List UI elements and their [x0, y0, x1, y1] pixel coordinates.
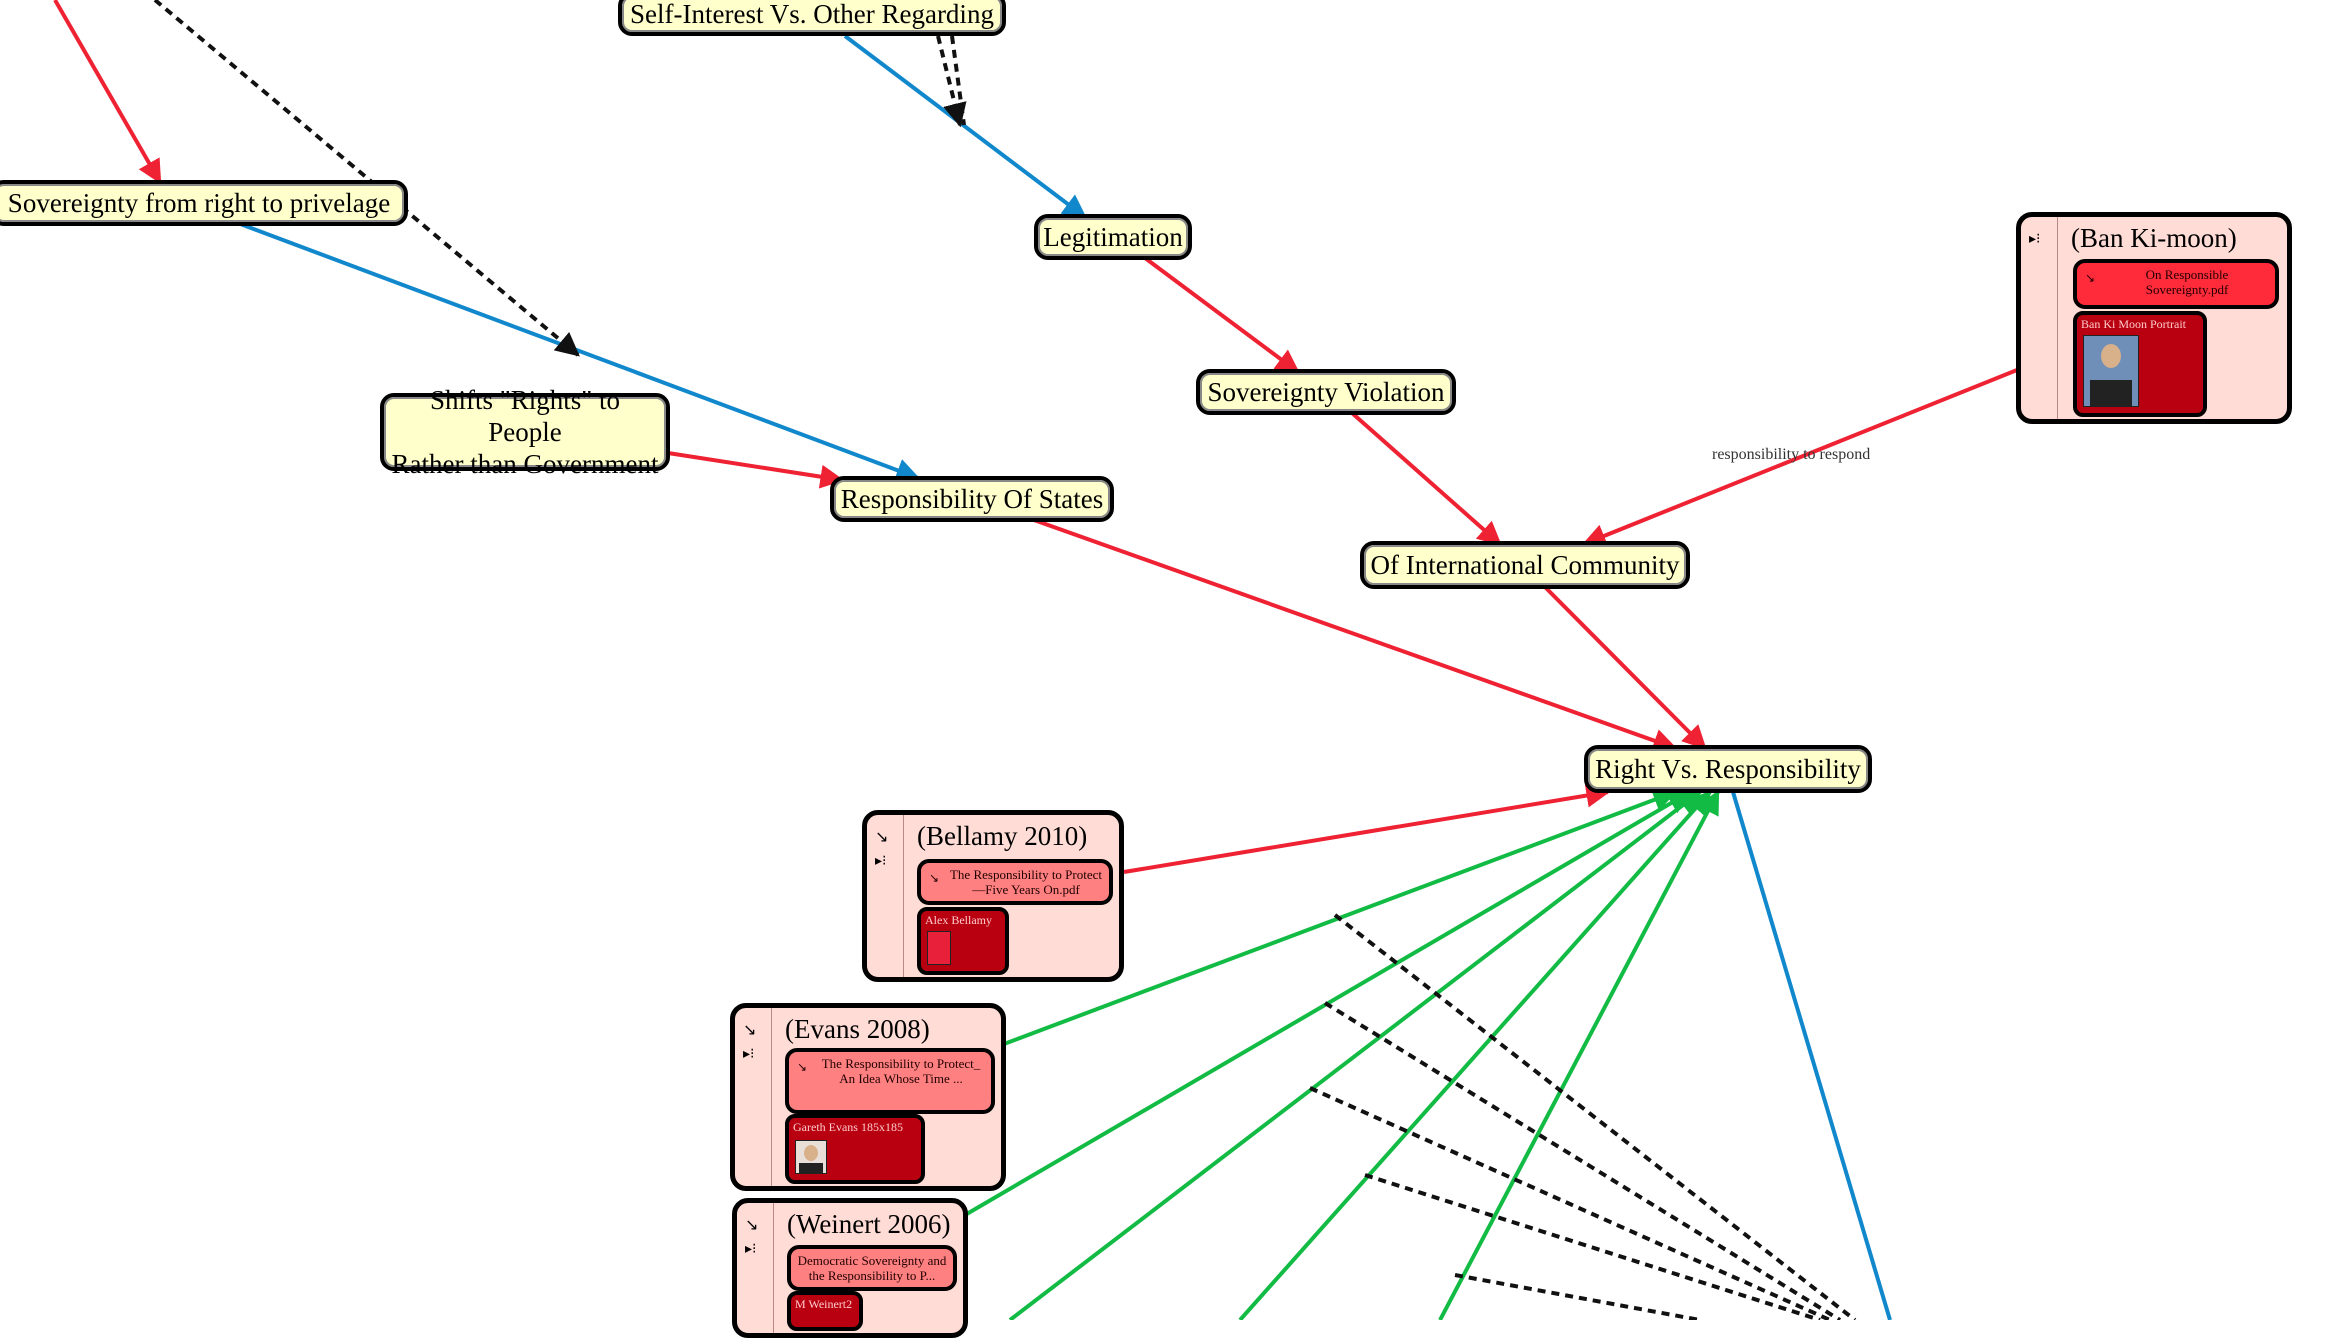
edge-green-4-to-right	[1238, 790, 1712, 1320]
doc-title: The Responsibility to Protect_ An Idea W…	[821, 1056, 981, 1086]
edge-dashed-bottom-3	[1309, 1086, 1831, 1320]
source-evans-2008[interactable]: ↘ ▸⁝ (Evans 2008) ↘ The Responsibility t…	[730, 1003, 1006, 1191]
edge-dashed-bottom-2	[1323, 1001, 1842, 1320]
edge-dashed-bottom-5	[1454, 1273, 1701, 1320]
source-gutter	[867, 815, 904, 977]
portrait-thumbnail	[2083, 335, 2139, 407]
image-bellamy[interactable]: Alex Bellamy	[917, 907, 1009, 975]
edge-dashed-to-legitimation-link-a	[936, 35, 967, 128]
pin-icon[interactable]: ↘	[929, 871, 940, 885]
node-shifts-rights[interactable]: Shifts "Rights" to People Rather than Go…	[380, 385, 670, 479]
node-international-community[interactable]: Of International Community	[1360, 541, 1690, 589]
edge-green-3-to-right	[1008, 790, 1702, 1320]
tree-icon[interactable]: ▸⁝	[2029, 231, 2041, 247]
edge-ban-to-community	[1581, 366, 2023, 548]
source-weinert-2006[interactable]: ↘ ▸⁝ (Weinert 2006) Democratic Sovereign…	[732, 1198, 968, 1338]
node-label: Self-Interest Vs. Other Regarding	[630, 0, 994, 29]
node-self-interest[interactable]: Self-Interest Vs. Other Regarding	[618, 0, 1006, 36]
portrait-face	[804, 1145, 818, 1161]
portrait-suit	[799, 1163, 823, 1173]
source-title: (Ban Ki-moon)	[2071, 223, 2237, 253]
edge-violation-to-community	[1350, 411, 1502, 546]
doc-title: Democratic Sovereignty and the Responsib…	[797, 1253, 947, 1283]
source-bellamy-2010[interactable]: ↘ ▸⁝ (Bellamy 2010) ↘ The Responsibility…	[862, 810, 1124, 982]
edge-red-to-sovereignty-privilege	[53, 0, 162, 185]
tree-icon[interactable]: ▸⁝	[743, 1046, 755, 1062]
doc-weinert[interactable]: Democratic Sovereignty and the Responsib…	[787, 1245, 957, 1291]
image-caption: Ban Ki Moon Portrait	[2081, 317, 2186, 331]
tree-icon[interactable]: ▸⁝	[745, 1241, 757, 1257]
edge-dashed-to-legitimation-link-b	[950, 35, 966, 126]
edge-right-down-blue	[1731, 791, 1892, 1320]
node-sovereignty-privilege[interactable]: Sovereignty from right to privelage	[0, 180, 408, 226]
doc-evans[interactable]: ↘ The Responsibility to Protect_ An Idea…	[785, 1048, 995, 1114]
portrait-thumbnail	[795, 1140, 827, 1174]
node-label: Sovereignty from right to privelage	[7, 188, 391, 218]
edge-green-5-to-right	[1438, 789, 1720, 1320]
edge-dashed-bottom-4	[1364, 1173, 1821, 1320]
source-gutter	[2021, 217, 2058, 419]
source-title: (Weinert 2006)	[787, 1209, 951, 1239]
node-label: Legitimation	[1043, 222, 1183, 252]
node-label: Of International Community	[1370, 550, 1680, 580]
image-evans[interactable]: Gareth Evans 185x185	[785, 1114, 925, 1184]
edge-dashed-top-to-privilege-link	[153, 0, 580, 357]
edge-bellamy-to-right	[1123, 783, 1611, 874]
node-label: Sovereignty Violation	[1207, 377, 1445, 407]
doc-bellamy[interactable]: ↘ The Responsibility to Protect—Five Yea…	[917, 859, 1113, 905]
edge-self-interest-to-legitimation	[843, 34, 1087, 219]
tree-icon[interactable]: ▸⁝	[875, 853, 887, 869]
image-weinert[interactable]: M Weinert2	[787, 1291, 863, 1331]
pin-icon[interactable]: ↘	[743, 1020, 757, 1039]
source-title: (Bellamy 2010)	[917, 821, 1088, 851]
portrait-suit	[2090, 380, 2132, 406]
edge-legitimation-to-violation	[1143, 256, 1300, 374]
image-ban[interactable]: Ban Ki Moon Portrait	[2073, 311, 2207, 417]
image-caption: M Weinert2	[795, 1297, 853, 1311]
source-ban-ki-moon[interactable]: ▸⁝ (Ban Ki-moon) ↘ On Responsible Sovere…	[2016, 212, 2292, 424]
node-right-vs-responsibility[interactable]: Right Vs. Responsibility	[1584, 745, 1872, 793]
pin-icon[interactable]: ↘	[875, 827, 889, 846]
node-label-line2: Rather than Government	[391, 449, 659, 479]
edge-shifts-to-states	[667, 451, 845, 489]
node-label: Responsibility Of States	[840, 484, 1104, 514]
node-label: Right Vs. Responsibility	[1595, 754, 1861, 784]
source-gutter	[735, 1008, 772, 1186]
doc-title: The Responsibility to Protect—Five Years…	[949, 867, 1102, 897]
pin-icon[interactable]: ↘	[745, 1215, 759, 1234]
source-gutter	[737, 1203, 774, 1333]
node-legitimation[interactable]: Legitimation	[1034, 214, 1192, 260]
doc-title: On Responsible Sovereignty.pdf	[2145, 267, 2229, 297]
pin-icon[interactable]: ↘	[797, 1060, 808, 1074]
edge-states-to-right	[1033, 518, 1678, 753]
source-title: (Evans 2008)	[785, 1014, 930, 1044]
pin-icon[interactable]: ↘	[2085, 271, 2096, 285]
node-label-line1: Shifts "Rights" to People	[429, 385, 621, 447]
portrait-face	[2101, 344, 2121, 368]
image-caption: Alex Bellamy	[925, 913, 992, 927]
node-responsibility-states[interactable]: Responsibility Of States	[830, 476, 1114, 522]
doc-ban[interactable]: ↘ On Responsible Sovereignty.pdf	[2073, 259, 2279, 309]
portrait-thumbnail	[927, 931, 951, 965]
edge-community-to-right	[1543, 585, 1707, 750]
node-sovereignty-violation[interactable]: Sovereignty Violation	[1196, 369, 1456, 415]
edge-label-responsibility-to-respond: responsibility to respond	[1712, 446, 1871, 463]
edge-dashed-bottom-1	[1333, 913, 1857, 1320]
image-caption: Gareth Evans 185x185	[793, 1120, 903, 1134]
